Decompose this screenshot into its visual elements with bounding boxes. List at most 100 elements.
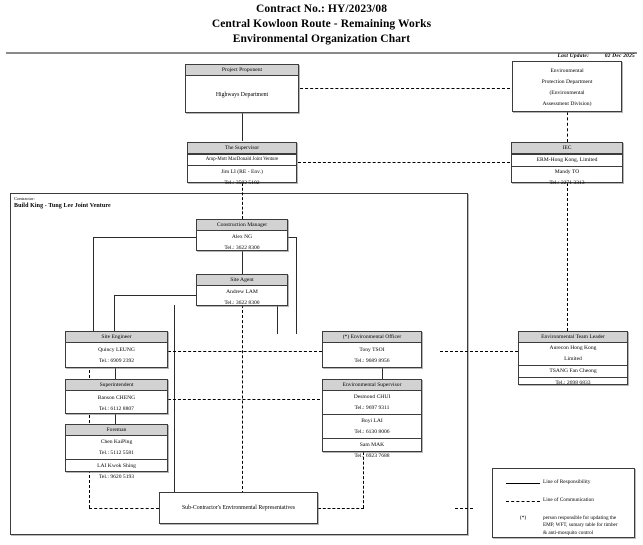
box-superintendent[interactable]: Superintendent Banson CHENG Tel.: 6112 8… — [65, 379, 168, 414]
environmental-supervisor-tel-1: Tel.: 9697 9311 — [354, 405, 390, 411]
environmental-supervisor-person-1: Desmond CHUI — [353, 394, 391, 400]
dash-supervisor-cm — [242, 183, 243, 219]
connector-cm-left-v — [93, 237, 94, 334]
box-environmental-supervisor[interactable]: Environmental Supervisor Desmond CHUI Te… — [322, 379, 422, 459]
contractor-label: Contractor: Build King - Tung Lee Joint … — [14, 196, 111, 211]
environmental-team-leader-title: Environmental Team Leader — [519, 332, 627, 343]
connector-proponent-supervisor — [242, 113, 243, 141]
title-line-project: Central Kowloon Route - Remaining Works — [211, 18, 432, 30]
dash-supervisor-iec — [298, 162, 510, 163]
site-agent-title: Site Agent — [197, 275, 287, 286]
environmental-team-leader-org1: Aurecon Hong Kong — [549, 345, 597, 351]
box-site-agent[interactable]: Site Agent Andrew LAM Tel.: 3622 8300 — [196, 274, 288, 306]
construction-manager-tel: Tel.: 3622 8300 — [224, 245, 260, 251]
subcontractor-title: Sub-Contractor's Environmental Represent… — [181, 505, 296, 511]
connector-cm-left-h — [93, 237, 243, 238]
project-proponent-org: Highways Department — [215, 91, 269, 98]
environmental-officer-tel: Tel.: 9689 8956 — [354, 358, 390, 364]
environmental-supervisor-person-3: Sam MAK — [323, 438, 421, 451]
last-update: Last Update: 02 Dec 2025 — [558, 53, 635, 59]
title-line-contract: Contract No.: HY/2023/08 — [255, 3, 388, 15]
dash-subcontractor-right-stub — [455, 508, 473, 509]
box-site-engineer[interactable]: Site Engineer Quincy LEUNG Tel.: 6909 23… — [65, 331, 168, 368]
box-project-proponent[interactable]: Project Proponent Highways Department — [185, 64, 299, 113]
legend-communication-label: Line of Communication — [543, 497, 594, 503]
legend-note: person responsible for updating the EMP,… — [543, 515, 638, 537]
legend-note-line-2: EMP, WFT, sumary table for timber — [543, 522, 618, 529]
legend-note-line-1: person responsible for updating the — [543, 515, 617, 521]
box-construction-manager[interactable]: Construction Manager Alex NG Tel.: 3622 … — [196, 219, 288, 251]
box-the-supervisor[interactable]: The Supervisor Arup-Mott MacDonald Joint… — [187, 142, 297, 186]
environmental-supervisor-tel-3: Tel.: 6923 7688 — [354, 453, 390, 459]
site-agent-person: Andrew LAM — [226, 289, 258, 295]
environmental-supervisor-person-2: Boyi LAI — [323, 414, 421, 427]
supervisor-person: Jim LI (RE - Env.) — [188, 164, 296, 178]
connector-super-foreman — [115, 414, 116, 424]
superintendent-tel: Tel.: 6112 8807 — [99, 406, 134, 412]
last-update-value: 02 Dec 2025 — [604, 53, 635, 59]
superintendent-title: Superintendent — [66, 380, 167, 391]
connector-sa-subcontractor-v — [174, 305, 175, 504]
environmental-officer-title: (*) Environmental Officer — [323, 332, 421, 343]
environmental-officer-person: Tony TSOI — [359, 347, 385, 353]
environmental-team-leader-tel: Tel.: 2698 6833 — [519, 377, 627, 389]
page-title: Contract No.: HY/2023/08 Central Kowloon… — [0, 2, 643, 47]
dash-proponent-epd — [295, 88, 510, 89]
site-agent-tel: Tel.: 3622 8300 — [224, 300, 260, 306]
dash-envofficer-etl — [440, 351, 518, 352]
box-subcontractor-environmental-representatives[interactable]: Sub-Contractor's Environmental Represent… — [159, 492, 318, 524]
site-engineer-title: Site Engineer — [66, 332, 167, 343]
contractor-label-text: Contractor: — [14, 196, 35, 201]
iec-org: ERM-Hong Kong, Limited — [512, 154, 622, 166]
contractor-frame — [10, 193, 468, 535]
environmental-team-leader-org2: Limited — [564, 356, 582, 362]
epd-line2: Protection Department — [541, 79, 593, 85]
legend-responsibility-label: Line of Responsibility — [543, 479, 591, 485]
box-environmental-team-leader[interactable]: Environmental Team Leader Aurecon Hong K… — [518, 331, 628, 386]
dash-iec-etl — [567, 183, 568, 331]
epd-line1: Environmental — [550, 68, 584, 74]
supervisor-tel: Tel.: 3582 5102 — [224, 179, 260, 186]
connector-sa-right-v — [277, 295, 278, 334]
environmental-team-leader-person: TSANG Fan Cheong — [519, 365, 627, 377]
iec-person: Mandy TO — [512, 166, 622, 178]
supervisor-title: The Supervisor — [188, 143, 296, 154]
foreman-title: Foreman — [66, 425, 167, 436]
dash-foreman-subcontractor-h — [89, 508, 159, 509]
connector-sa-left-v — [114, 295, 115, 334]
foreman-tel-2: Tel.: 9620 5193 — [98, 474, 135, 480]
legend-note-line-3: & anti-mosquito control — [543, 529, 594, 536]
dash-envsupervisor-sub-h — [318, 508, 364, 509]
iec-tel: Tel.: 2271 3313 — [549, 180, 585, 186]
site-engineer-person: Quincy LEUNG — [98, 347, 135, 353]
iec-title: IEC — [512, 143, 622, 154]
environmental-supervisor-title: Environmental Supervisor — [323, 380, 421, 391]
connector-cm-siteagent — [242, 251, 243, 274]
box-environmental-protection-department[interactable]: Environmental Protection Department (Env… — [512, 61, 622, 112]
legend-row-asterisk: (*) person responsible for updating the … — [506, 515, 638, 537]
last-update-label: Last Update: — [557, 53, 590, 59]
construction-manager-title: Construction Manager — [197, 220, 287, 231]
title-line-chart: Environmental Organization Chart — [232, 33, 411, 45]
title-divider — [6, 52, 637, 54]
connector-se-superintendent — [115, 368, 116, 382]
box-environmental-officer[interactable]: (*) Environmental Officer Tony TSOI Tel.… — [322, 331, 422, 368]
dash-superintendent-envsupervisor — [168, 399, 320, 400]
superintendent-person: Banson CHENG — [97, 395, 136, 401]
box-iec[interactable]: IEC ERM-Hong Kong, Limited Mandy TO Tel.… — [511, 142, 623, 186]
legend-row-responsibility: Line of Responsibility — [506, 479, 590, 487]
environmental-supervisor-tel-2: Tel.: 6130 8006 — [354, 429, 390, 435]
box-foreman[interactable]: Foreman Chen KaiPing Tel.: 5112 5581 LAI… — [65, 424, 168, 480]
dash-envsupervisor-sub-v — [363, 452, 364, 508]
construction-manager-person: Alex NG — [231, 234, 253, 240]
project-proponent-title: Project Proponent — [186, 65, 298, 76]
dash-center-vertical — [242, 305, 243, 499]
site-engineer-tel: Tel.: 6909 2392 — [98, 358, 135, 364]
epd-line4: Assessment Division) — [542, 101, 592, 107]
dash-epd-iec — [567, 112, 568, 142]
supervisor-org: Arup-Mott MacDonald Joint Venture — [188, 154, 296, 165]
solid-line-icon — [506, 483, 540, 484]
dashed-line-icon — [506, 500, 540, 502]
foreman-person-2: LAI Kwok Shing — [66, 459, 167, 472]
dash-siteengineer-envofficer — [168, 351, 322, 352]
